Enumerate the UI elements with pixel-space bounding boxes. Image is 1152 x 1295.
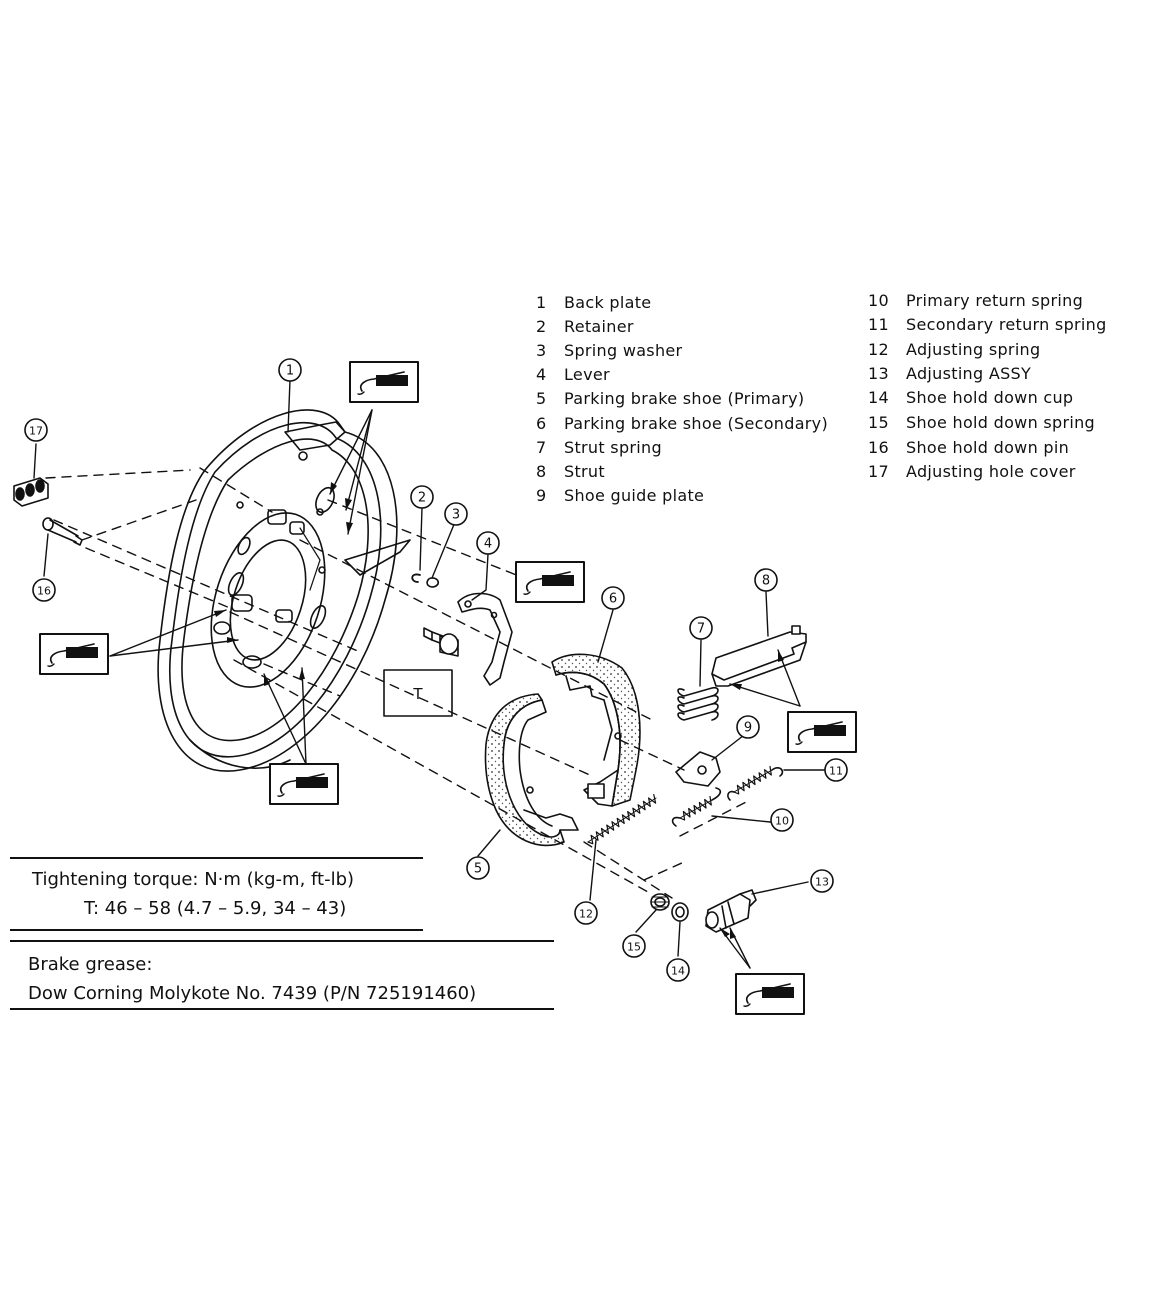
grease-heading: Brake grease: bbox=[28, 954, 153, 975]
grease-value: Dow Corning Molykote No. 7439 (P/N 72519… bbox=[28, 983, 477, 1004]
secondary-return-spring-coil bbox=[733, 765, 772, 795]
strut-spring bbox=[677, 686, 719, 721]
callout-circle bbox=[466, 856, 490, 880]
callout-number: 15 bbox=[627, 941, 641, 954]
grease-icon bbox=[349, 361, 419, 403]
callout-number: 8 bbox=[762, 574, 770, 589]
callout-circle bbox=[32, 578, 56, 602]
callout-circle bbox=[410, 485, 434, 509]
callout-number: 11 bbox=[829, 765, 843, 778]
shoe-hold-down-pin bbox=[42, 517, 83, 546]
callout-circle bbox=[810, 869, 834, 893]
grease-icon bbox=[269, 763, 339, 805]
callout-circle bbox=[278, 358, 302, 382]
callout-circle bbox=[824, 758, 848, 782]
callout-number: 6 bbox=[609, 592, 617, 607]
parking-brake-shoe-primary bbox=[484, 693, 579, 847]
torque-value: T: 46 – 58 (4.7 – 5.9, 34 – 43) bbox=[84, 898, 347, 919]
back-plate bbox=[157, 409, 398, 772]
callout-number: 1 bbox=[286, 364, 294, 379]
torque-box-label: T bbox=[412, 685, 423, 703]
lever bbox=[457, 592, 513, 686]
torque-box bbox=[383, 669, 453, 717]
callout-number: 17 bbox=[29, 425, 43, 438]
callout-circle bbox=[601, 586, 625, 610]
torque-heading: Tightening torque: N·m (kg-m, ft-lb) bbox=[32, 869, 355, 890]
callout-number: 14 bbox=[671, 965, 685, 978]
callout-number: 7 bbox=[697, 622, 705, 637]
primary-return-spring bbox=[671, 787, 722, 827]
callout-number: 2 bbox=[418, 491, 426, 506]
adjusting-spring-coil bbox=[587, 794, 657, 845]
callout-circle bbox=[736, 715, 760, 739]
callout-number: 9 bbox=[744, 721, 752, 736]
grease-icon bbox=[515, 561, 585, 603]
torque-bolt bbox=[423, 627, 459, 657]
divider bbox=[10, 929, 423, 931]
callout-circle bbox=[689, 616, 713, 640]
callout-number: 16 bbox=[37, 585, 51, 598]
divider bbox=[10, 1008, 554, 1010]
grease-icon bbox=[39, 633, 109, 675]
callout-number: 13 bbox=[815, 876, 829, 889]
callout-number: 10 bbox=[775, 815, 789, 828]
callout-number: 4 bbox=[484, 537, 492, 552]
callout-circle bbox=[444, 502, 468, 526]
shield-plate bbox=[344, 539, 411, 576]
callout-circle bbox=[24, 418, 48, 442]
divider bbox=[10, 940, 554, 942]
callout-circle bbox=[754, 568, 778, 592]
callout-circle bbox=[476, 531, 500, 555]
adjusting-assy bbox=[705, 889, 757, 933]
spring-washer bbox=[426, 577, 440, 588]
callout-circle bbox=[666, 958, 690, 982]
retainer bbox=[411, 573, 421, 583]
callout-circle bbox=[574, 901, 598, 925]
shoe-guide-plate bbox=[675, 751, 721, 787]
grease-icon bbox=[735, 973, 805, 1015]
callout-circle bbox=[622, 934, 646, 958]
strut bbox=[711, 625, 807, 687]
parking-brake-shoe-secondary bbox=[551, 653, 641, 807]
callout-number: 3 bbox=[452, 508, 460, 523]
shoe-hold-down-cup bbox=[671, 902, 689, 922]
shoe-hold-down-spring bbox=[650, 893, 670, 911]
callout-circle bbox=[770, 808, 794, 832]
primary-return-spring-coil bbox=[679, 795, 712, 821]
adjusting-hole-cover bbox=[13, 477, 49, 507]
grease-icon bbox=[787, 711, 857, 753]
callout-number: 5 bbox=[474, 862, 482, 877]
callout-number: 12 bbox=[579, 908, 593, 921]
arrowheads bbox=[214, 482, 784, 939]
divider bbox=[10, 857, 423, 859]
